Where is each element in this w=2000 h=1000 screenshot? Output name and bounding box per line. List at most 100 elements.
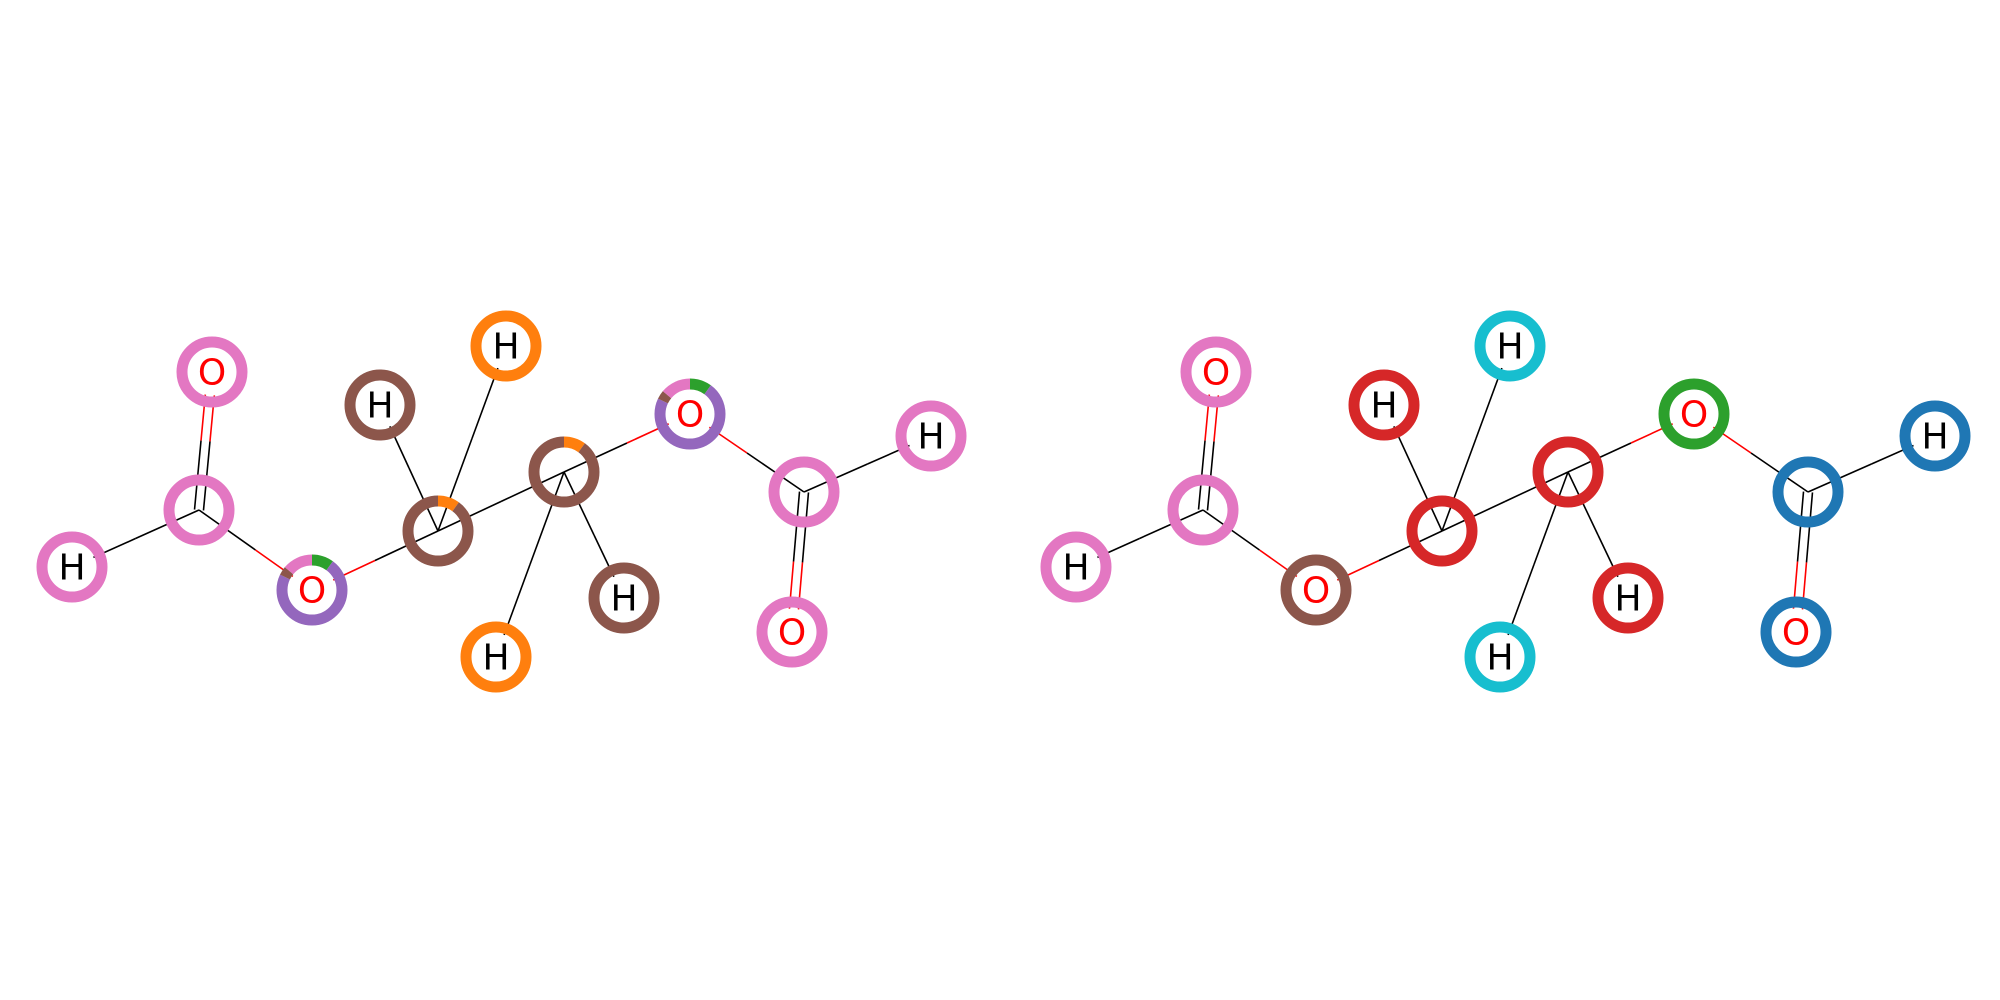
atom-background xyxy=(1292,566,1340,614)
bond-C3-H4-half-a xyxy=(529,471,565,565)
atom-background xyxy=(1772,608,1820,656)
atom-label-O: O xyxy=(1202,353,1230,394)
atom-label-H: H xyxy=(917,417,944,458)
atom-label-H: H xyxy=(1496,327,1523,368)
atom-C2 xyxy=(402,495,474,567)
atom-background xyxy=(1604,574,1652,622)
ring-segment-orange xyxy=(470,310,542,382)
bond-C2-H3-half-a xyxy=(1441,438,1477,532)
atom-C3 xyxy=(1532,436,1604,508)
atom-label-O: O xyxy=(1782,613,1810,654)
atom-background xyxy=(907,412,955,460)
atom-label-H: H xyxy=(58,548,85,589)
ring-segment-pink xyxy=(1040,531,1112,603)
atom-background xyxy=(1911,412,1959,460)
right-molecule-panel: H O O H H H H O H O xyxy=(1040,310,1971,693)
atom-H4: H xyxy=(1464,621,1536,693)
atom-background xyxy=(1670,390,1718,438)
atom-C3 xyxy=(528,436,600,508)
atom-O4: O xyxy=(1760,596,1832,668)
atom-C1 xyxy=(1167,474,1239,546)
atom-C4 xyxy=(768,456,840,528)
atom-background xyxy=(1476,633,1524,681)
atom-label-O: O xyxy=(1302,571,1330,612)
atom-label-O: O xyxy=(298,571,326,612)
atom-O1: O xyxy=(1180,336,1252,408)
atom-background xyxy=(600,574,648,622)
atom-label-H: H xyxy=(1614,579,1641,620)
bond-C2-H3-half-a xyxy=(437,438,473,532)
ring-segment-pink xyxy=(1180,336,1252,408)
left-molecule-panel: H O O H H H H O H O xyxy=(36,310,967,693)
atom-label-H: H xyxy=(366,386,393,427)
atom-label-H: H xyxy=(1370,386,1397,427)
atom-background xyxy=(356,381,404,429)
ring-segment-cyan xyxy=(1464,621,1536,693)
atom-background xyxy=(48,543,96,591)
atom-background xyxy=(288,566,336,614)
atom-O3: O xyxy=(654,378,726,450)
ring-segment-pink xyxy=(36,531,108,603)
ring-segment-purple xyxy=(276,554,348,626)
atom-label-H: H xyxy=(1486,638,1513,679)
atom-H3: H xyxy=(470,310,542,382)
atom-H3: H xyxy=(1474,310,1546,382)
ring-segment-red xyxy=(1532,436,1604,508)
atom-label-H: H xyxy=(1062,548,1089,589)
atom-O3: O xyxy=(1658,378,1730,450)
atom-label-H: H xyxy=(492,327,519,368)
bond-C3-H4-half-a xyxy=(1533,471,1569,565)
ring-segment-pink xyxy=(654,378,726,450)
atom-H2: H xyxy=(344,369,416,441)
ring-segment-purple xyxy=(654,378,726,450)
atom-H1: H xyxy=(1040,531,1112,603)
ring-segment-blue xyxy=(1772,456,1844,528)
ring-segment-brown xyxy=(528,436,600,508)
atom-background xyxy=(768,608,816,656)
atom-O1: O xyxy=(176,336,248,408)
atom-H5: H xyxy=(1592,562,1664,634)
ring-segment-brown xyxy=(402,495,474,567)
atom-label-O: O xyxy=(1680,395,1708,436)
atom-C4 xyxy=(1772,456,1844,528)
ring-segment-pink xyxy=(276,554,348,626)
ring-segment-green xyxy=(1658,378,1730,450)
atom-background xyxy=(472,633,520,681)
ring-segment-blue xyxy=(1899,400,1971,472)
atom-background xyxy=(666,390,714,438)
atom-C2 xyxy=(1406,495,1478,567)
atom-background xyxy=(1052,543,1100,591)
atom-label-O: O xyxy=(778,613,806,654)
atom-H6: H xyxy=(895,400,967,472)
atom-background xyxy=(1192,348,1240,396)
atom-O2: O xyxy=(276,554,348,626)
atom-background xyxy=(482,322,530,370)
ring-segment-brown xyxy=(344,369,416,441)
ring-segment-pink xyxy=(756,596,828,668)
atom-label-O: O xyxy=(676,395,704,436)
ring-segment-pink xyxy=(163,474,235,546)
atom-label-H: H xyxy=(610,579,637,620)
ring-segment-red xyxy=(1592,562,1664,634)
ring-segment-pink xyxy=(895,400,967,472)
ring-segment-red xyxy=(1348,369,1420,441)
atom-O4: O xyxy=(756,596,828,668)
ring-segment-brown xyxy=(588,562,660,634)
atom-H1: H xyxy=(36,531,108,603)
atom-label-O: O xyxy=(198,353,226,394)
atom-H2: H xyxy=(1348,369,1420,441)
atom-label-H: H xyxy=(482,638,509,679)
atom-background xyxy=(188,348,236,396)
atom-background xyxy=(1486,322,1534,370)
atom-O2: O xyxy=(1280,554,1352,626)
ring-segment-orange xyxy=(460,621,532,693)
ring-segment-brown xyxy=(1280,554,1352,626)
ring-segment-pink xyxy=(768,456,840,528)
ring-segment-blue xyxy=(1760,596,1832,668)
atom-H4: H xyxy=(460,621,532,693)
ring-segment-red xyxy=(1406,495,1478,567)
atom-H5: H xyxy=(588,562,660,634)
atom-label-H: H xyxy=(1921,417,1948,458)
atom-H6: H xyxy=(1899,400,1971,472)
